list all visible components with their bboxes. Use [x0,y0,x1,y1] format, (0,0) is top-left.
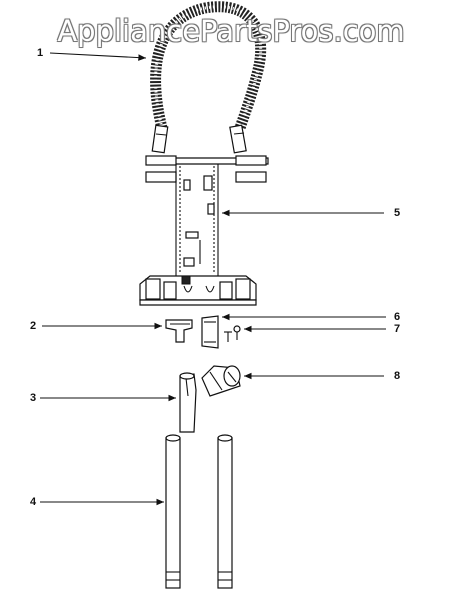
clip-part-6 [201,315,219,349]
callout-1: 1 [37,47,44,59]
body-frame-part [139,155,269,306]
wand-tubes-part-4 [165,434,233,589]
tube-part-3 [179,372,197,433]
elbow-part-8 [201,365,241,397]
callout-2: 2 [30,320,37,332]
callout-5: 5 [394,207,401,219]
site-watermark: AppliancePartsPros.com [57,14,405,48]
screws-part-7 [224,325,241,342]
callout-7: 7 [394,323,401,335]
callout-6: 6 [394,311,401,323]
callout-4: 4 [30,496,37,508]
leader-line-1 [49,52,147,61]
leader-lines [40,52,386,506]
connector-part-2 [165,319,193,343]
callout-8: 8 [394,370,401,382]
hose-part [150,1,267,154]
callout-3: 3 [30,392,37,404]
